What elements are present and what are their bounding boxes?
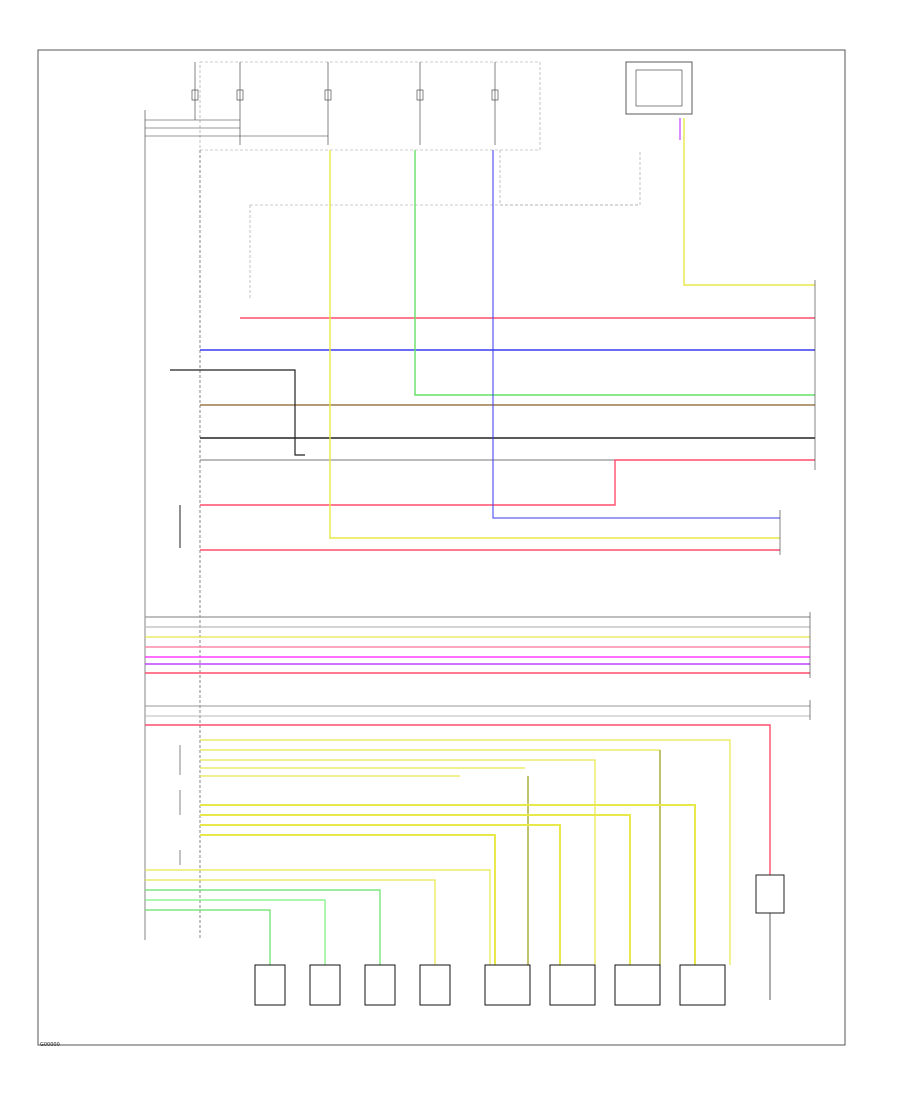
relay-coil [635, 69, 683, 107]
fuse-panel-outline [199, 61, 541, 151]
module-box-right [755, 874, 785, 914]
footer-code: G00000 [40, 1042, 60, 1048]
wire-green-1 [414, 150, 815, 396]
switch-wires [145, 869, 491, 965]
yellow-block-2 [200, 804, 696, 965]
diagram-frame [37, 49, 846, 1046]
bottom-switch-group [254, 964, 726, 1006]
control-module-outline [249, 204, 640, 300]
control-module-inner [499, 150, 641, 206]
fuse-group [191, 62, 499, 145]
wire-pink-step [200, 459, 815, 506]
power-feed-lines [144, 110, 328, 940]
wire-yellow-relay [683, 118, 815, 286]
relay-box [625, 61, 693, 115]
wire-yellow-2 [329, 150, 780, 539]
yellow-light-block [200, 739, 731, 965]
right-connector-ticks [779, 280, 816, 720]
wire-red-lower [145, 724, 771, 875]
wire-black-switch [170, 369, 305, 456]
harness-bundle [145, 616, 810, 674]
wire-blue-2 [492, 150, 780, 519]
